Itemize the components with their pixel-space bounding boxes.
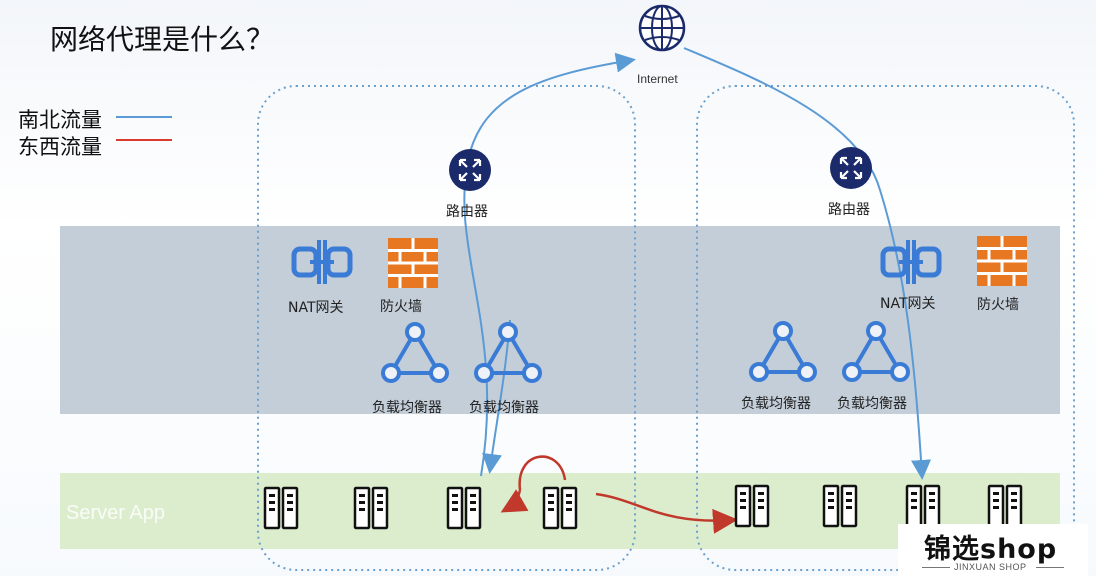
cluster-left: [257, 85, 636, 571]
watermark-main-text: 锦选shop: [924, 534, 1058, 565]
firewall-label-left: 防火墙: [380, 299, 422, 315]
east-west-flow-cross-cluster: [595, 492, 738, 534]
north-south-flow-right: [683, 47, 932, 480]
legend-east-west-label: 东西流量: [18, 135, 102, 159]
server-app-label: Server App: [66, 502, 165, 524]
nat-gateway-label-right: NAT网关: [880, 296, 936, 312]
load-balancer-label-right-2: 负载均衡器: [837, 396, 907, 412]
east-west-flow-within-cluster: [505, 455, 567, 510]
watermark-sub-text: JINXUAN SHOP: [954, 562, 1027, 572]
watermark-divider-right: [1036, 567, 1064, 568]
page-title: 网络代理是什么？: [50, 23, 275, 56]
internet-label: Internet: [637, 72, 678, 86]
network-layer-band: [60, 226, 1060, 414]
server-app-band: [60, 473, 1060, 549]
load-balancer-label-right-1: 负载均衡器: [741, 396, 811, 412]
legend-north-south-label: 南北流量: [18, 108, 102, 132]
router-icon-left: [447, 147, 493, 193]
load-balancer-label-left-1: 负载均衡器: [372, 400, 442, 416]
watermark-logo: 锦选shop JINXUAN SHOP: [898, 524, 1088, 576]
nat-gateway-label-left: NAT网关: [288, 300, 344, 316]
firewall-icon-left: [386, 236, 440, 290]
load-balancer-label-left-2: 负载均衡器: [469, 400, 539, 416]
router-label-left: 路由器: [446, 204, 488, 220]
firewall-label-right: 防火墙: [977, 297, 1019, 313]
globe-icon: [638, 4, 686, 52]
router-icon-right: [828, 145, 874, 191]
cluster-right: [696, 85, 1075, 571]
router-label-right: 路由器: [828, 202, 870, 218]
firewall-icon-right: [975, 234, 1029, 288]
watermark-divider-left: [922, 567, 950, 568]
